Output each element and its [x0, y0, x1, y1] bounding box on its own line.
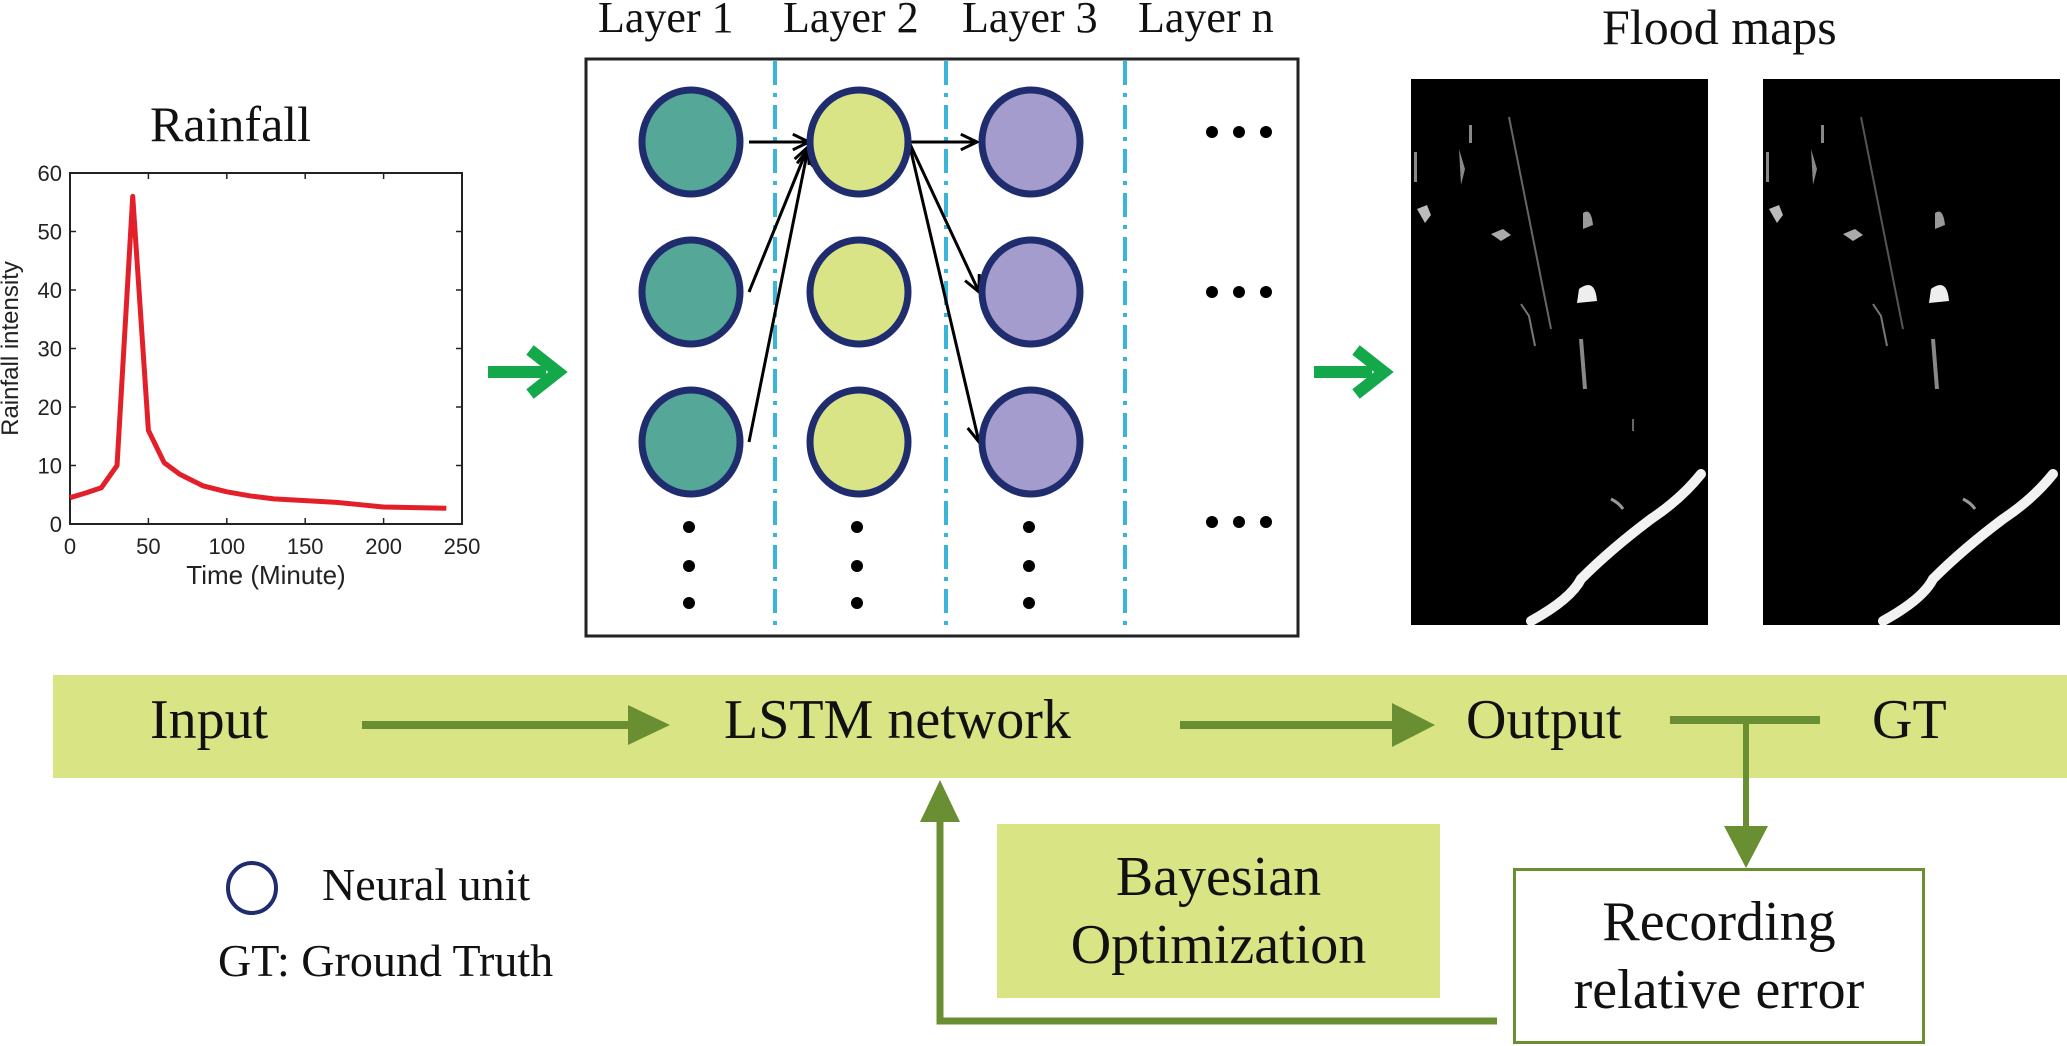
y-tick-label: 0 — [50, 512, 62, 537]
lstm-network-diagram — [584, 57, 1300, 638]
rainfall-series-line — [69, 193, 447, 511]
feedback-loop-arrow — [936, 815, 1497, 1025]
neural-unit — [978, 386, 1084, 498]
input-label: Input — [150, 689, 269, 751]
connection-arrow — [908, 143, 981, 293]
ellipsis-dot — [683, 560, 695, 572]
arrowhead-icon — [628, 705, 670, 745]
layer-label-n: Layer n — [1138, 0, 1274, 42]
ellipsis-dot — [1233, 126, 1245, 138]
neural-unit — [806, 86, 912, 198]
y-tick-label: 40 — [38, 278, 62, 303]
y-tick-label: 50 — [38, 220, 62, 245]
flood-map-predicted — [1411, 79, 1708, 625]
recording-relative-error-box: Recording relative error — [1513, 868, 1925, 1044]
ellipsis-dot — [851, 597, 863, 609]
ellipsis-dot — [1206, 286, 1218, 298]
legend-gt-definition: GT: Ground Truth — [218, 935, 554, 986]
ellipsis-dot — [1206, 516, 1218, 528]
recording-line-1: Recording — [1602, 891, 1836, 953]
arrowhead-icon — [920, 780, 960, 822]
ellipsis-dot — [1260, 516, 1272, 528]
neural-unit — [978, 86, 1084, 198]
layer-label-2: Layer 2 — [783, 0, 919, 42]
y-tick-label: 60 — [38, 161, 62, 186]
bayesian-optimization-box: Bayesian Optimization — [997, 824, 1440, 998]
y-tick-label: 20 — [38, 395, 62, 420]
layer-label-1: Layer 1 — [598, 0, 734, 42]
ellipsis-dot — [683, 521, 695, 533]
bayesian-line-1: Bayesian — [1115, 846, 1322, 908]
neural-unit — [806, 386, 912, 498]
layer-label-3: Layer 3 — [962, 0, 1098, 42]
legend-neural-unit: Neural unit — [322, 859, 531, 910]
bayesian-line-2: Optimization — [1070, 914, 1367, 976]
rainfall-title: Rainfall — [150, 96, 312, 152]
ellipsis-dot — [1023, 597, 1035, 609]
arrowhead-icon — [1392, 703, 1435, 747]
recording-line-2: relative error — [1573, 959, 1865, 1021]
rainfall-chart: 0 50 100 150 200 250 0 10 20 30 40 50 60 Time (Minut… — [0, 161, 481, 590]
neural-unit — [806, 236, 912, 348]
ellipsis-dot — [1233, 286, 1245, 298]
y-tick-label: 30 — [38, 337, 62, 362]
ellipsis-dot — [1023, 521, 1035, 533]
flow-arrow-icon — [488, 345, 568, 399]
gt-label: GT — [1872, 689, 1947, 751]
x-tick-label: 100 — [208, 534, 245, 559]
y-tick-label: 10 — [38, 454, 62, 479]
ellipsis-dot — [851, 521, 863, 533]
output-label: Output — [1466, 689, 1622, 751]
lstm-network-label: LSTM network — [724, 689, 1071, 751]
ellipsis-dot — [1206, 126, 1218, 138]
x-tick-label: 150 — [287, 534, 324, 559]
neural-unit — [978, 236, 1084, 348]
x-tick-label: 50 — [136, 534, 160, 559]
flood-maps-title: Flood maps — [1602, 0, 1837, 55]
ellipsis-dot — [1233, 516, 1245, 528]
neural-unit-legend-icon — [226, 861, 278, 915]
y-axis-label: Rainfall intensity — [0, 261, 24, 436]
x-tick-label: 250 — [444, 534, 481, 559]
connection-arrow — [747, 148, 810, 443]
neural-unit — [638, 386, 744, 498]
x-axis-label: Time (Minute) — [186, 560, 345, 590]
ellipsis-dot — [1260, 286, 1272, 298]
ellipsis-dot — [851, 560, 863, 572]
neural-unit — [638, 236, 744, 348]
connection-arrow — [908, 146, 981, 443]
arrowhead-icon — [960, 132, 981, 152]
ellipsis-dot — [1023, 560, 1035, 572]
flow-arrow-icon — [1314, 345, 1394, 399]
flood-map-ground-truth — [1763, 79, 2060, 625]
ellipsis-dot — [683, 597, 695, 609]
arrowhead-icon — [1724, 826, 1768, 868]
connection-arrow — [747, 146, 810, 293]
x-tick-label: 0 — [64, 534, 76, 559]
neural-unit — [638, 86, 744, 198]
x-tick-label: 200 — [365, 534, 402, 559]
ellipsis-dot — [1260, 126, 1272, 138]
